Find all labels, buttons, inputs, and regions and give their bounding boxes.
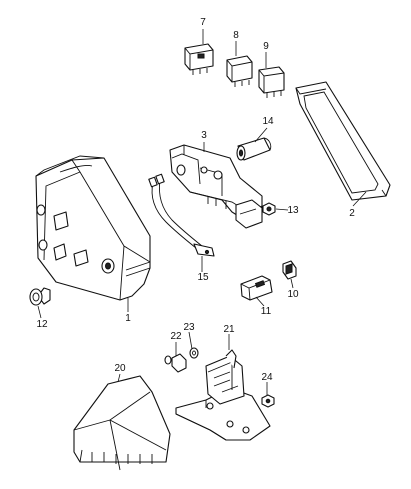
callout-8: 8 [233,30,239,41]
diode-10 [282,260,297,280]
callout-numbers: 7 8 9 3 14 2 13 15 10 11 1 12 22 23 21 2… [36,17,355,383]
screw-22 [164,353,187,373]
relay-9 [258,66,285,98]
callout-14: 14 [262,116,274,127]
callout-24: 24 [261,372,273,383]
capacitor-14 [236,137,272,161]
callout-15: 15 [197,272,209,283]
fuse-holder-11 [240,275,273,301]
callout-2: 2 [349,208,355,219]
leader-lines [37,29,367,395]
callout-20: 20 [114,363,126,374]
nut-24 [261,394,275,408]
mounting-bracket-3 [169,144,263,229]
relay-8 [226,55,253,87]
callout-13: 13 [287,205,299,216]
base-plate-21 [175,349,271,441]
callout-1: 1 [125,313,131,324]
callout-10: 10 [287,289,299,300]
callout-11: 11 [261,306,272,317]
nut-13 [262,202,276,216]
relay-7 [184,43,214,75]
washer-23 [189,347,199,359]
callout-7: 7 [200,17,206,28]
callout-21: 21 [223,324,235,335]
cover-20 [73,375,171,471]
knob-12 [29,287,51,306]
callout-3: 3 [201,130,207,141]
gasket-frame-2 [295,81,391,201]
callout-23: 23 [183,322,195,333]
callout-9: 9 [263,41,269,52]
callout-12: 12 [36,319,48,330]
control-box-cover-1 [35,155,151,301]
wiring-harness-15 [148,173,215,257]
callout-22: 22 [170,331,182,342]
